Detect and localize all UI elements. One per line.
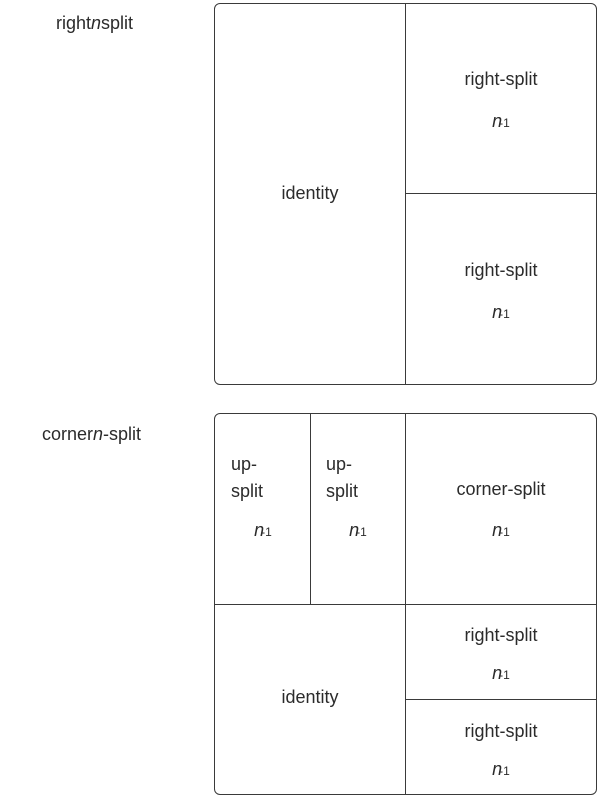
- n-minus-1-label-right1: n-1: [492, 663, 510, 684]
- n-glyph: n: [492, 302, 503, 322]
- right-split-label-top: right-split: [464, 69, 538, 89]
- n-glyph: n: [492, 663, 503, 683]
- n-minus-1-label-bottom: n-1: [492, 302, 510, 323]
- corner-split-title: cornern-split: [42, 424, 141, 445]
- n-glyph: n: [492, 759, 503, 779]
- vertical-divider-up: [310, 414, 311, 604]
- title-prefix: right: [56, 13, 92, 33]
- n-minus-1-label-up2: n-1: [349, 520, 367, 541]
- minus-one: -1: [499, 307, 510, 321]
- n-minus-1-label-right2: n-1: [492, 759, 510, 780]
- up-split-line2: split: [326, 481, 359, 501]
- minus-one: -1: [261, 525, 272, 539]
- minus-one: -1: [499, 764, 510, 778]
- n-minus-1-label-corner: n-1: [492, 520, 510, 541]
- right-split-label-2: right-split: [464, 721, 538, 741]
- corner-split-diagram: up-split n-1 up-split n-1 corner-split n…: [214, 413, 597, 795]
- right-split-title: rightnsplit: [56, 13, 133, 34]
- title-n: n: [93, 424, 104, 444]
- corner-split-label: corner-split: [456, 479, 546, 499]
- n-minus-1-label-up1: n-1: [254, 520, 272, 541]
- minus-one: -1: [499, 668, 510, 682]
- horizontal-divider-main: [215, 604, 596, 605]
- horizontal-divider: [405, 193, 596, 194]
- identity-label: identity: [281, 687, 339, 707]
- title-prefix: corner: [42, 424, 94, 444]
- up-split-label-2: up-split: [326, 451, 366, 505]
- minus-one: -1: [499, 116, 510, 130]
- minus-one: -1: [356, 525, 367, 539]
- right-split-label-1: right-split: [464, 625, 538, 645]
- n-minus-1-label-top: n-1: [492, 111, 510, 132]
- right-split-diagram: identity right-split n-1 right-split n-1: [214, 3, 597, 385]
- up-split-line1: up-: [231, 454, 258, 474]
- minus-one: -1: [499, 525, 510, 539]
- n-glyph: n: [254, 520, 265, 540]
- right-split-label-bottom: right-split: [464, 260, 538, 280]
- title-n: n: [91, 13, 102, 33]
- up-split-line1: up-: [326, 454, 353, 474]
- up-split-line2: split: [231, 481, 264, 501]
- vertical-divider: [405, 4, 406, 384]
- title-suffix: -split: [103, 424, 142, 444]
- n-glyph: n: [492, 111, 503, 131]
- title-suffix: split: [101, 13, 134, 33]
- n-glyph: n: [349, 520, 360, 540]
- up-split-label-1: up-split: [231, 451, 271, 505]
- n-glyph: n: [492, 520, 503, 540]
- identity-label: identity: [281, 183, 339, 203]
- horizontal-divider-right: [405, 699, 596, 700]
